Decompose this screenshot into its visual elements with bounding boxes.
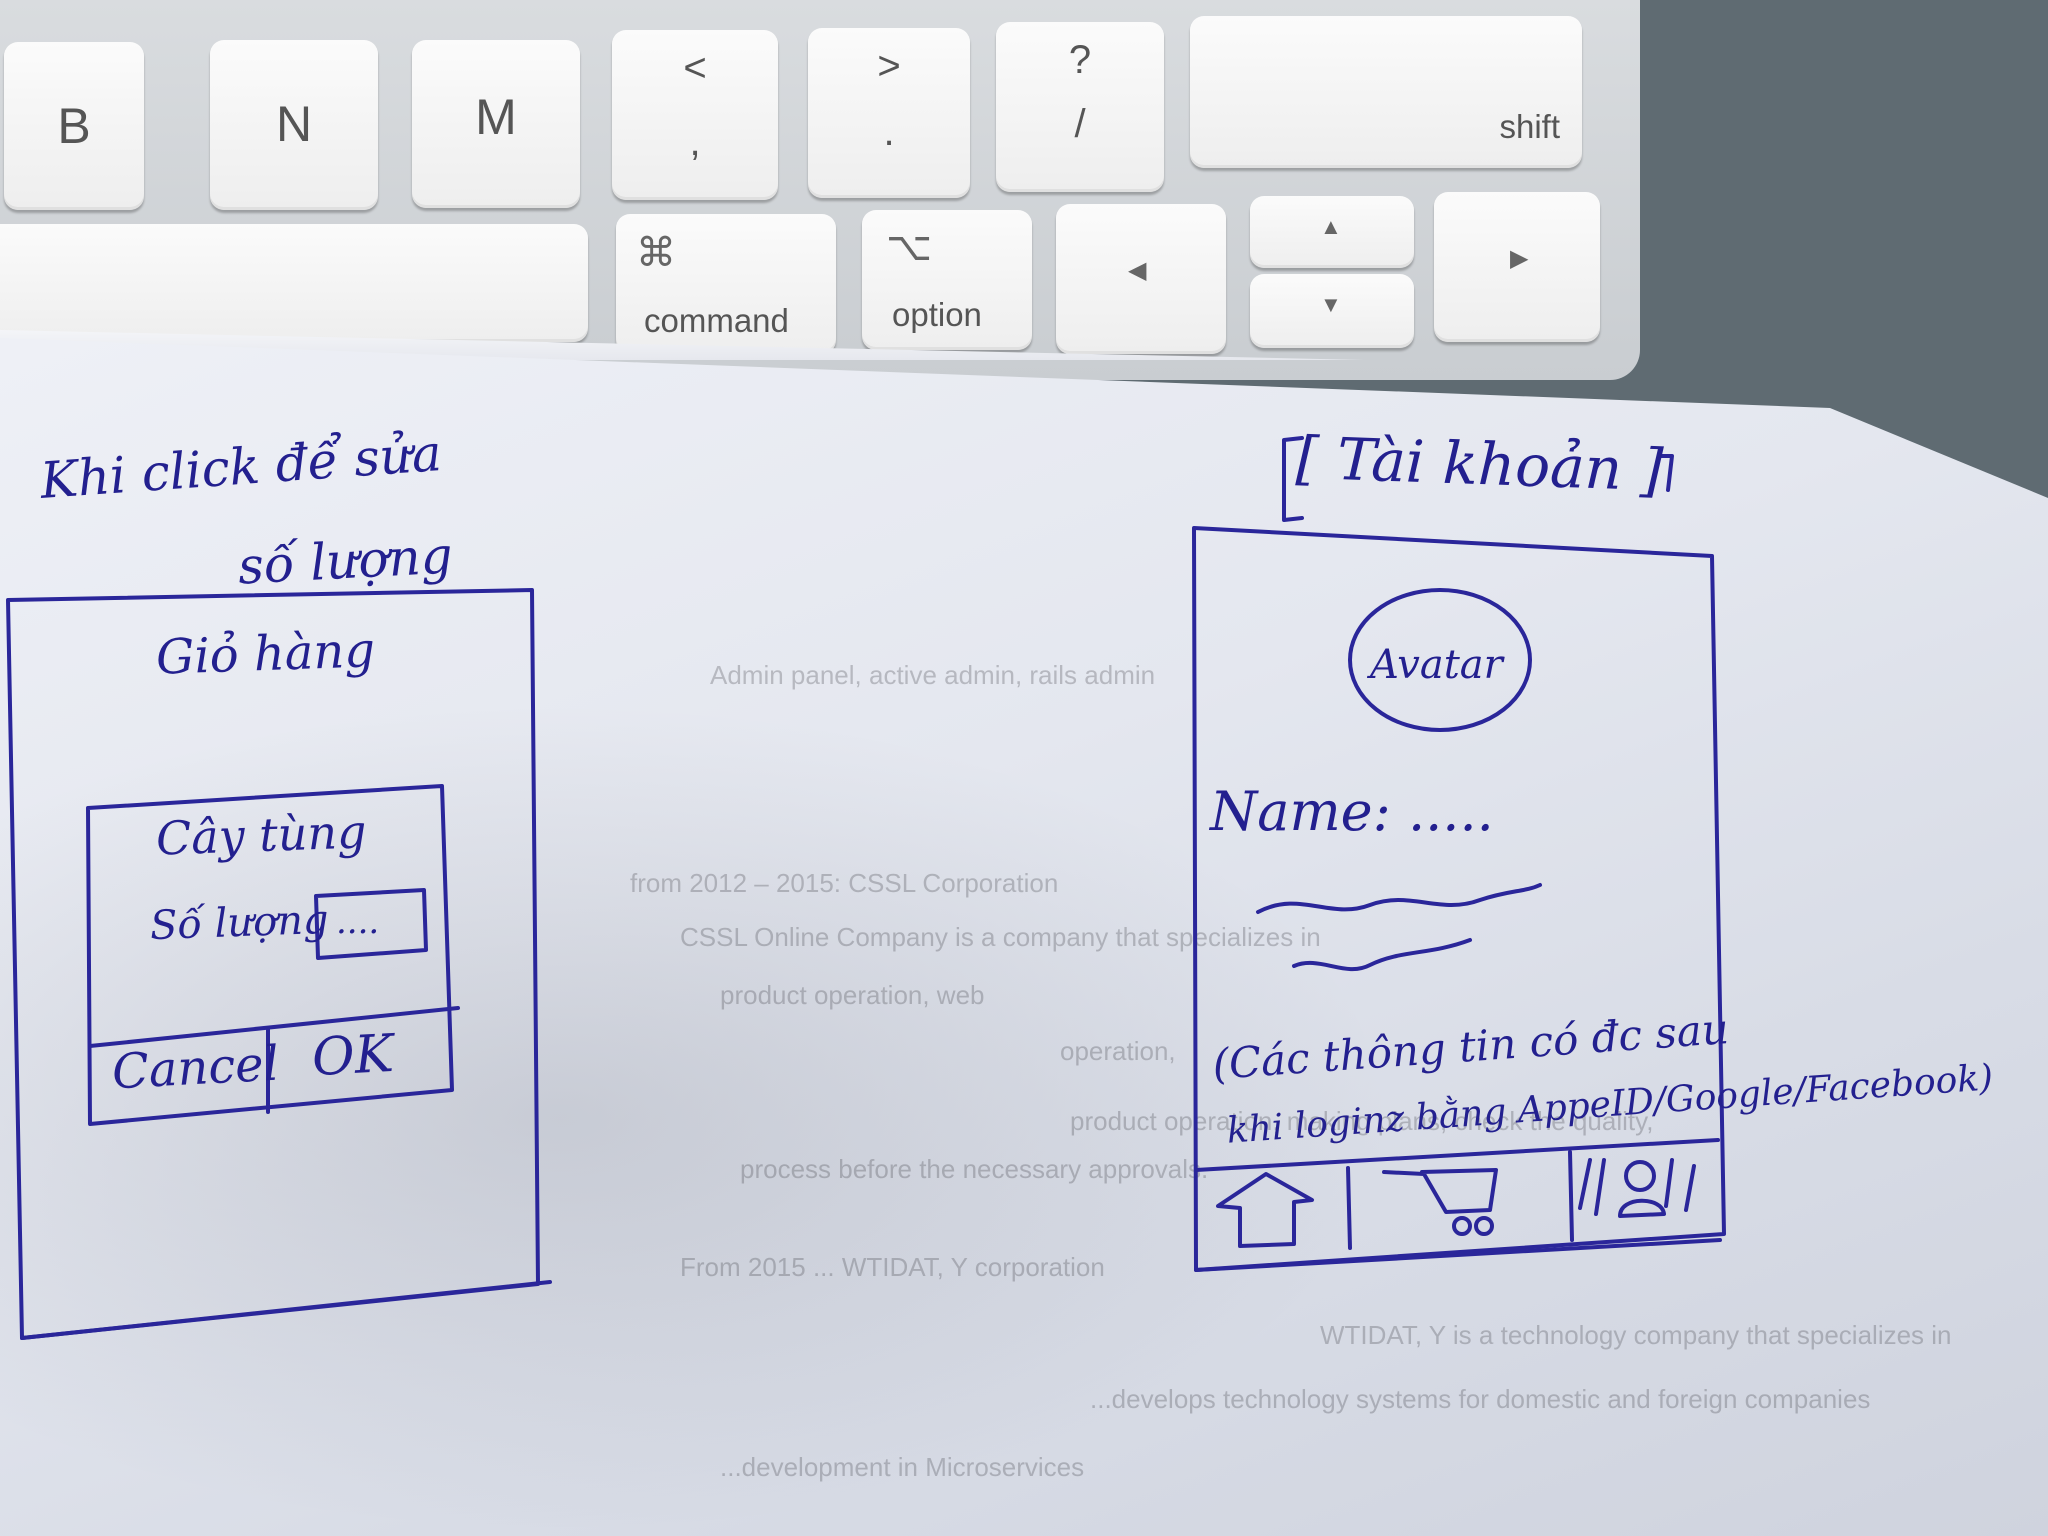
quantity-box (314, 888, 428, 960)
key-arrow-left[interactable]: ◀ (1056, 204, 1226, 354)
quantity-input[interactable]: .... (336, 902, 380, 942)
print-line: product operation, web (720, 980, 985, 1010)
key-period-top: > (877, 44, 901, 88)
arrow-left-icon: ◀ (1128, 257, 1147, 284)
ok-button[interactable]: OK (310, 1023, 395, 1089)
right-phone-bottom-line (1194, 1238, 1722, 1272)
cart-screen-title: Giỏ hàng (155, 622, 376, 686)
tabbar-divider (1346, 1166, 1352, 1250)
header-bracket-right (1658, 454, 1674, 492)
key-comma-bottom: , (689, 120, 701, 164)
dialog-divider (88, 1006, 460, 1048)
tabbar-top-line (1194, 1138, 1720, 1172)
key-shift-label: shift (1499, 108, 1560, 145)
hand-shadow (0, 700, 1400, 1536)
dialog-frame (86, 784, 454, 1126)
arrow-up-icon: ▲ (1320, 214, 1342, 239)
key-slash[interactable]: ? / (996, 22, 1164, 192)
key-slash-bottom: / (1074, 102, 1086, 146)
key-shift[interactable]: shift (1190, 16, 1582, 168)
key-comma[interactable]: < , (612, 30, 778, 200)
key-m[interactable]: M (412, 40, 580, 208)
cart-icon (1382, 1168, 1498, 1214)
account-hatch (1578, 1158, 1696, 1216)
key-m-label: M (475, 89, 517, 145)
key-period-bottom: . (883, 110, 895, 154)
account-icon (1624, 1160, 1656, 1192)
key-space[interactable] (0, 224, 588, 342)
print-line: CSSL Online Company is a company that sp… (680, 922, 1321, 952)
left-phone-bottom-line (20, 1280, 552, 1340)
header-bracket-left (1282, 436, 1304, 522)
key-command[interactable]: ⌘ command (616, 214, 836, 354)
print-line: WTIDAT, Y is a technology company that s… (1320, 1320, 1952, 1350)
key-period[interactable]: > . (808, 28, 970, 198)
dialog-product-name: Cây tùng (155, 804, 368, 866)
paper-sheet (0, 338, 2048, 1536)
key-arrow-down[interactable]: ▼ (1250, 274, 1414, 348)
command-icon: ⌘ (636, 231, 676, 275)
name-field: Name: ..... (1210, 780, 1494, 843)
print-line: From 2015 ... WTIDAT, Y corporation (680, 1252, 1105, 1282)
key-b-label: B (57, 98, 91, 154)
print-line: Admin panel, active admin, rails admin (710, 660, 1156, 690)
print-line: operation, (1060, 1036, 1176, 1066)
dialog-quantity-label: Số lượng (149, 896, 330, 950)
print-line: from 2012 – 2015: CSSL Corporation (630, 868, 1059, 898)
cart-wheel (1474, 1216, 1494, 1236)
cart-wheel (1452, 1216, 1472, 1236)
home-icon (1216, 1172, 1314, 1248)
key-b[interactable]: B (4, 42, 144, 210)
option-icon: ⌥ (886, 225, 933, 269)
avatar-label: Avatar (1370, 642, 1503, 688)
print-line: product operation, making plans, check t… (1070, 1106, 1654, 1136)
right-phone-frame (1192, 526, 1726, 1272)
key-option-label: option (892, 296, 982, 333)
arrow-down-icon: ▼ (1320, 292, 1342, 317)
account-screen-header: [ Tài khoản ] (1294, 423, 1665, 505)
print-line: ...develops technology systems for domes… (1090, 1384, 1871, 1414)
arrow-right-icon: ▶ (1510, 245, 1529, 272)
account-icon-body (1618, 1198, 1666, 1218)
key-comma-top: < (683, 46, 707, 90)
keyboard: B N M < , > . ? / shift ⌘ command ⌥ opti… (0, 0, 1640, 380)
left-note-line2: số lượng (236, 526, 455, 596)
key-arrow-right[interactable]: ▶ (1434, 192, 1600, 342)
print-line: process before the necessary approvals. (740, 1154, 1209, 1184)
print-line: ...development in Microservices (720, 1452, 1085, 1482)
placeholder-scribble (1292, 938, 1472, 972)
tabbar-divider (1568, 1150, 1574, 1242)
key-option[interactable]: ⌥ option (862, 210, 1032, 350)
key-arrow-up[interactable]: ▲ (1250, 196, 1414, 268)
placeholder-scribble (1256, 883, 1542, 914)
cancel-button[interactable]: Cancel (110, 1035, 281, 1101)
key-n[interactable]: N (210, 40, 378, 210)
key-command-label: command (644, 302, 789, 339)
key-slash-top: ? (1068, 38, 1092, 82)
key-n-label: N (275, 96, 313, 152)
avatar-circle (1348, 588, 1532, 732)
